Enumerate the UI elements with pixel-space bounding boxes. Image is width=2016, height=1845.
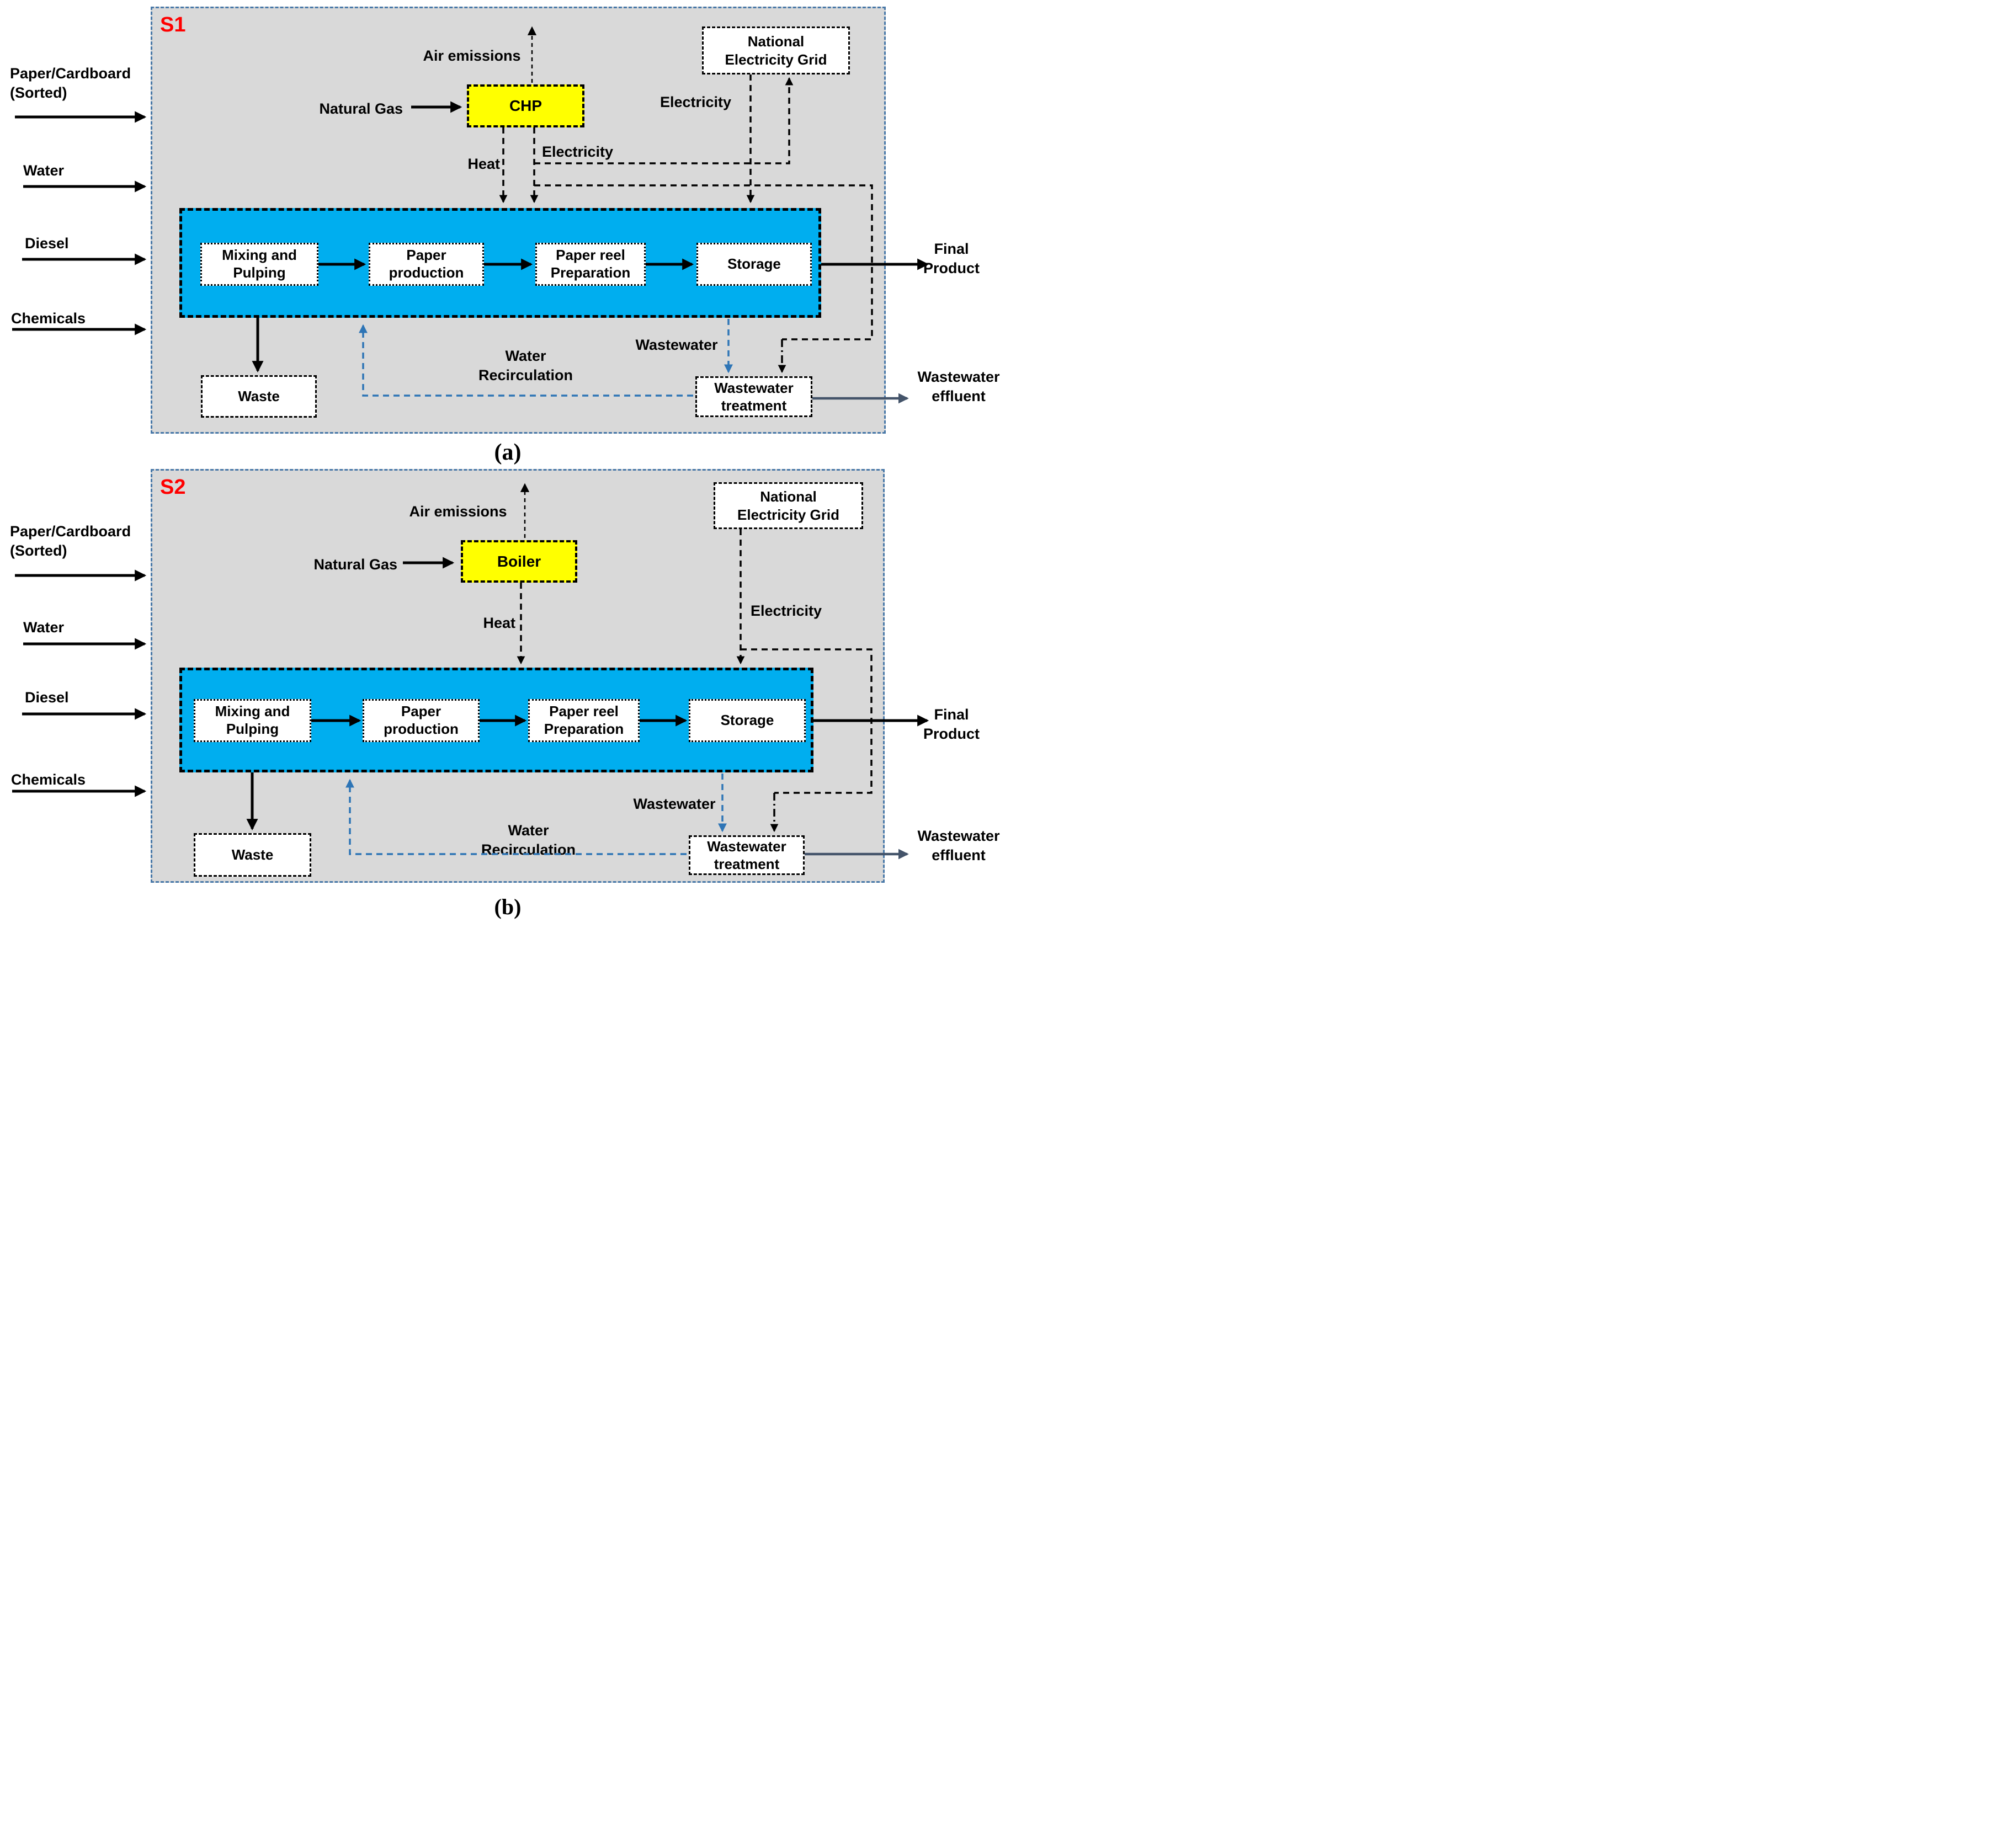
step-mixing-pulping-a: Mixing and Pulping <box>200 243 318 286</box>
caption-a: (a) <box>494 440 522 465</box>
electricity-grid-label-a: Electricity <box>660 94 732 110</box>
wastewater-effluent-label-b: Wastewater effluent <box>917 828 1000 864</box>
caption-b: (b) <box>494 894 522 919</box>
boiler-box: Boiler <box>461 540 577 583</box>
input-label-chemicals-a: Chemicals <box>11 310 86 327</box>
wastewater-treatment-box-a: Wastewater treatment <box>695 376 812 417</box>
wastewater-label-b: Wastewater <box>633 796 716 812</box>
wastewater-treatment-box-b: Wastewater treatment <box>689 835 805 875</box>
water-recirculation-label-a: Water Recirculation <box>478 348 573 384</box>
heat-label-a: Heat <box>467 156 500 172</box>
input-label-paper-a: Paper/Cardboard (Sorted) <box>10 65 131 102</box>
waste-box-b: Waste <box>194 833 311 877</box>
national-grid-box-a: National Electricity Grid <box>702 26 850 74</box>
waste-box-a: Waste <box>201 375 317 418</box>
step-storage-b: Storage <box>689 699 806 742</box>
heat-label-b: Heat <box>483 615 515 631</box>
national-grid-box-b: National Electricity Grid <box>714 482 863 529</box>
input-label-chemicals-b: Chemicals <box>11 771 86 788</box>
natural-gas-label-b: Natural Gas <box>313 556 397 573</box>
input-label-water-b: Water <box>23 619 65 636</box>
step-paper-production-a: Paper production <box>369 243 484 286</box>
electricity-grid-label-b: Electricity <box>751 602 822 619</box>
scenario-label-s1: S1 <box>160 13 186 36</box>
input-label-paper-b: Paper/Cardboard (Sorted) <box>10 523 131 559</box>
step-mixing-pulping-b: Mixing and Pulping <box>194 699 311 742</box>
step-paper-production-b: Paper production <box>363 699 480 742</box>
step-paper-reel-a: Paper reel Preparation <box>535 243 646 286</box>
chp-box: CHP <box>467 84 584 127</box>
air-emissions-label-b: Air emissions <box>409 503 507 520</box>
input-label-diesel-b: Diesel <box>25 689 69 706</box>
step-paper-reel-b: Paper reel Preparation <box>528 699 640 742</box>
figure-canvas: S1 Paper/Cardboard (Sorted) Water Diesel… <box>0 0 1008 922</box>
input-label-diesel-a: Diesel <box>25 235 69 252</box>
final-product-label-a: Final Product <box>923 241 980 277</box>
air-emissions-label-a: Air emissions <box>423 47 521 64</box>
water-recirculation-label-b: Water Recirculation <box>481 822 576 858</box>
electricity-chp-label-a: Electricity <box>542 143 614 160</box>
wastewater-label-a: Wastewater <box>635 337 718 353</box>
final-product-label-b: Final Product <box>923 706 980 743</box>
step-storage-a: Storage <box>696 243 812 286</box>
input-label-water-a: Water <box>23 162 65 179</box>
wastewater-effluent-label-a: Wastewater effluent <box>917 369 1000 405</box>
natural-gas-label-a: Natural Gas <box>319 100 403 117</box>
scenario-label-s2: S2 <box>160 476 186 499</box>
